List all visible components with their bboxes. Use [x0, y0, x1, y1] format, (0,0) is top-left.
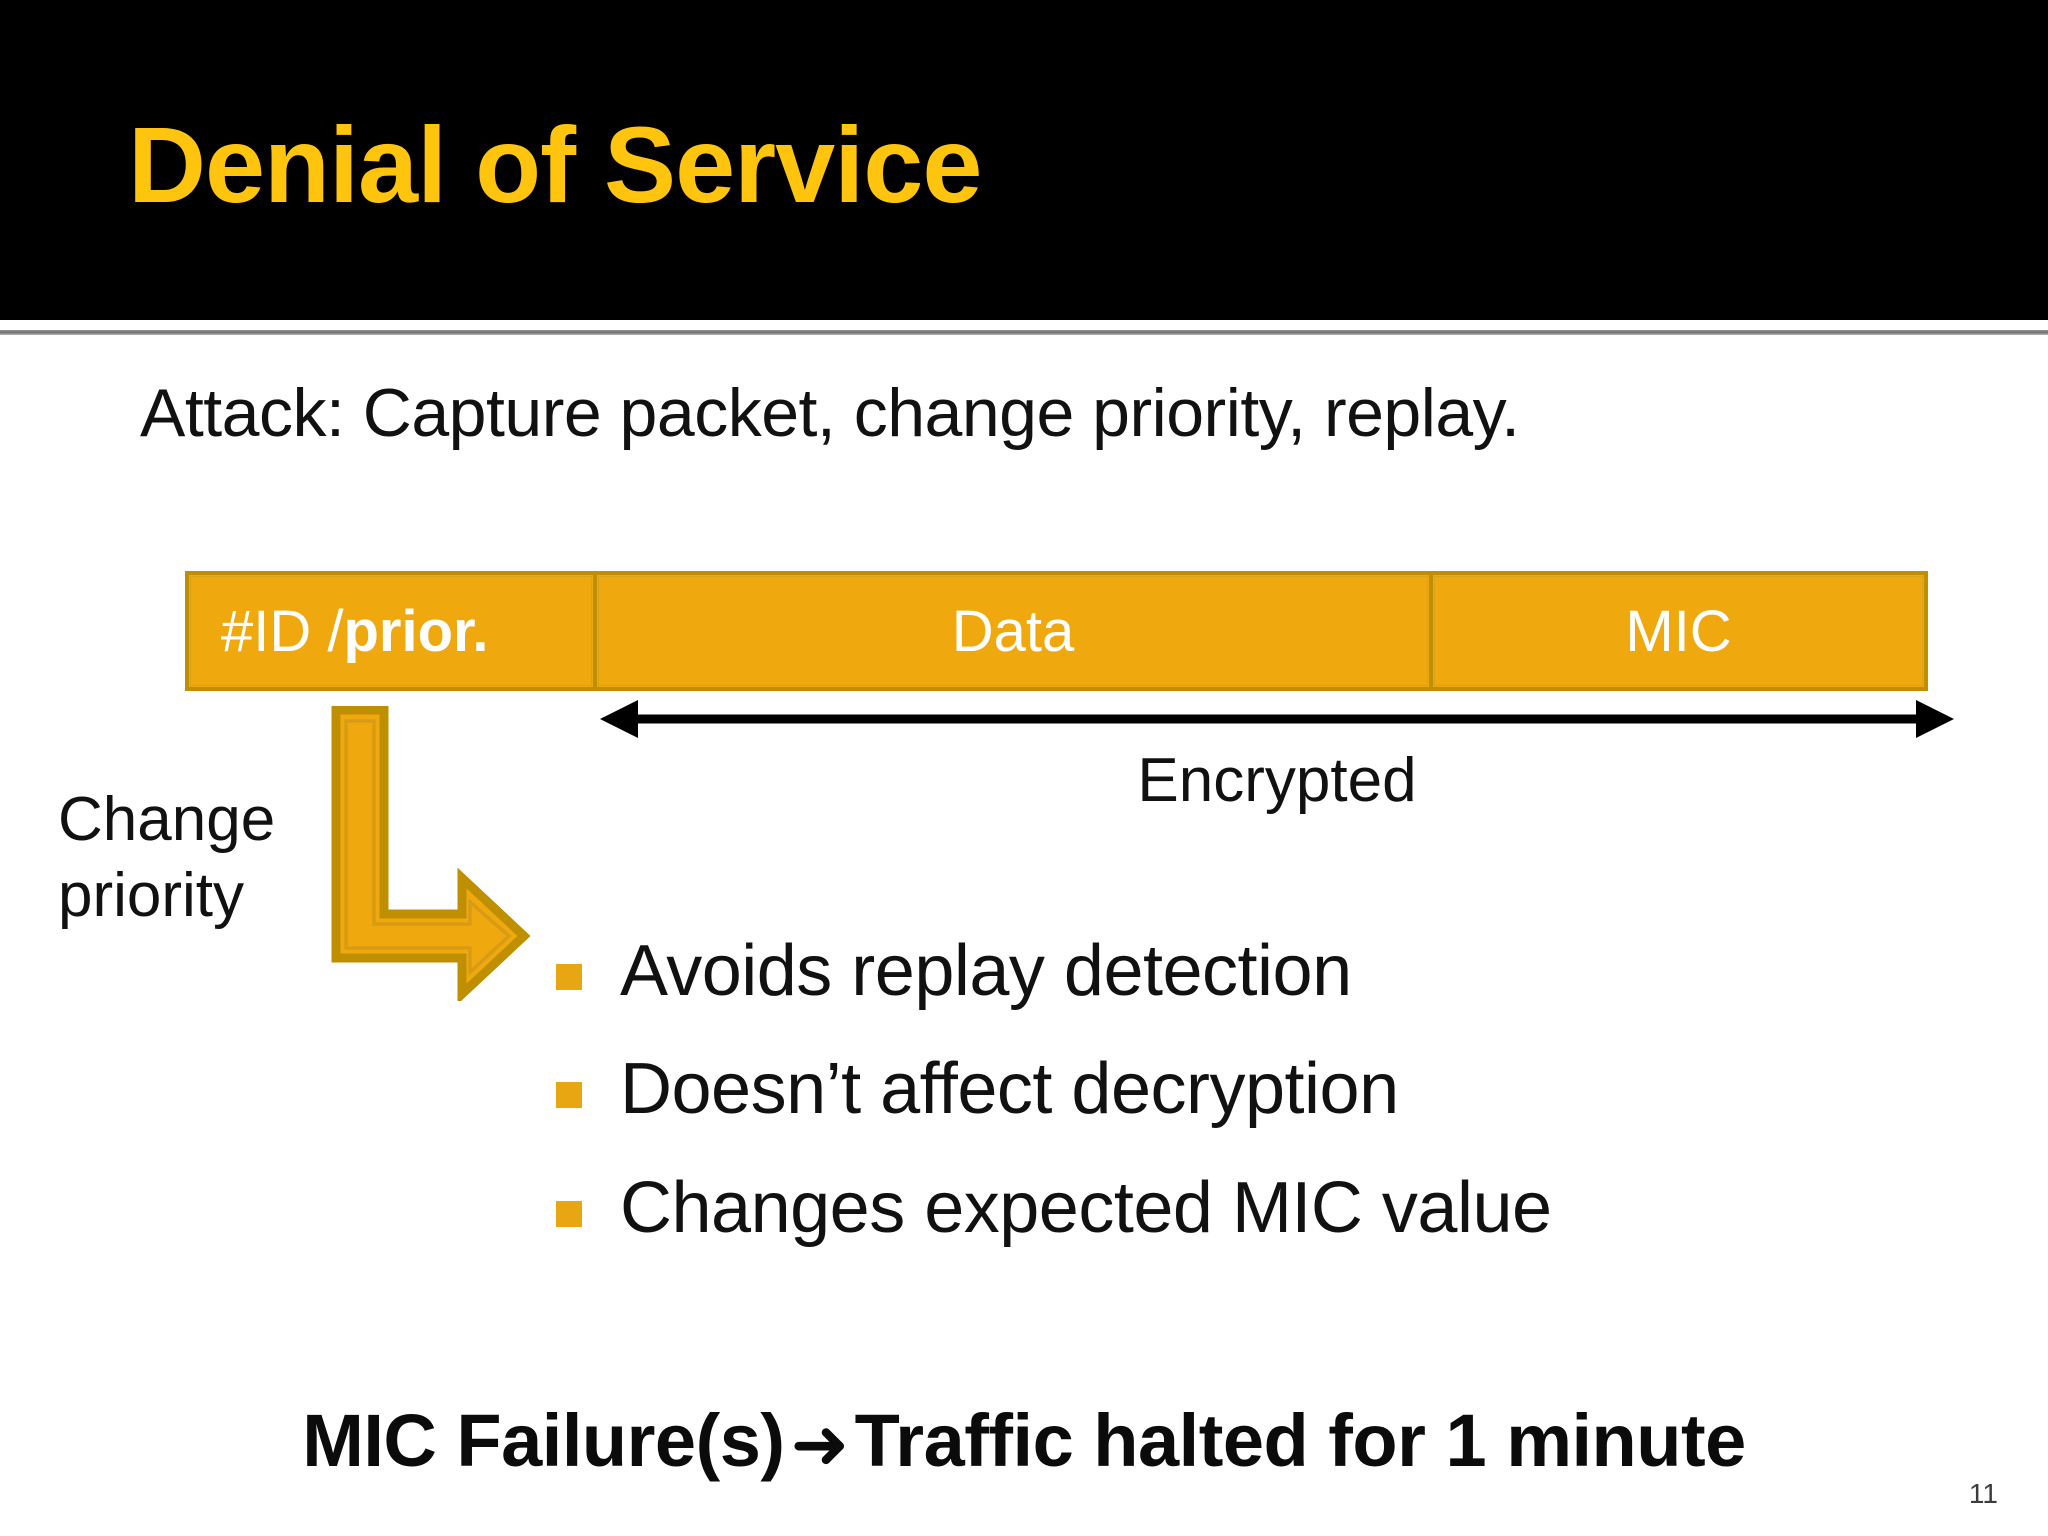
packet-field-data-label: Data [951, 598, 1075, 664]
slide-header-band [0, 0, 2048, 320]
list-item-label: Avoids replay detection [620, 931, 1352, 1011]
attack-description-text: Attack: Capture packet, change priority,… [140, 375, 1520, 451]
list-item-label: Changes expected MIC value [620, 1167, 1552, 1248]
change-priority-line-1: Change [58, 785, 276, 854]
conclusion-tail-text: Traffic halted for 1 minute [854, 1399, 1747, 1482]
square-bullet-icon [556, 964, 582, 990]
square-bullet-icon [556, 1082, 582, 1109]
packet-field-priority-emphasis: prior. [343, 598, 489, 664]
list-item-label: Doesn’t affect decryption [620, 1049, 1399, 1130]
effects-bullet-list: Avoids replay detection Doesn’t affect d… [556, 928, 1936, 1283]
list-item: Doesn’t affect decryption [556, 1046, 1936, 1132]
change-priority-label: Change priority [58, 782, 358, 933]
list-item: Avoids replay detection [556, 928, 1936, 1014]
list-item: Changes expected MIC value [556, 1165, 1936, 1251]
change-priority-line-2: priority [58, 860, 245, 930]
packet-field-mic: MIC [1429, 571, 1928, 691]
packet-field-mic-label: MIC [1625, 598, 1732, 664]
encrypted-span-label: Encrypted [1137, 746, 1417, 815]
conclusion-lead-text: MIC Failure(s) [302, 1399, 785, 1482]
right-arrow-icon: ➜ [790, 1403, 850, 1485]
page-title: Denial of Service [128, 104, 982, 225]
packet-field-data: Data [593, 571, 1433, 691]
double-headed-arrow-icon [600, 700, 1954, 738]
page-number: 11 [1968, 1478, 1998, 1509]
bent-arrow-down-right-icon [331, 706, 530, 1001]
packet-field-id-priority: #ID / prior. [185, 571, 597, 691]
packet-field-id-prefix: #ID / [221, 598, 344, 664]
packet-structure-diagram: #ID / prior. Data MIC [185, 571, 1928, 691]
square-bullet-icon [556, 1200, 582, 1227]
header-divider-rule [0, 330, 2048, 335]
conclusion-statement: MIC Failure(s)➜Traffic halted for 1 minu… [0, 1398, 2048, 1485]
